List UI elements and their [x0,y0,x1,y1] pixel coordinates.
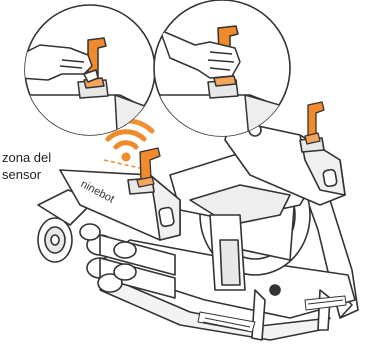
detail-circle-hand-grip [154,0,290,150]
sensor-zone-label-line2: sensor [2,167,41,183]
sensor-dashed-line [104,160,140,168]
sensor-zone-label-line1: zona del [2,150,51,166]
detail-circle-hand-on-handle [20,5,155,150]
